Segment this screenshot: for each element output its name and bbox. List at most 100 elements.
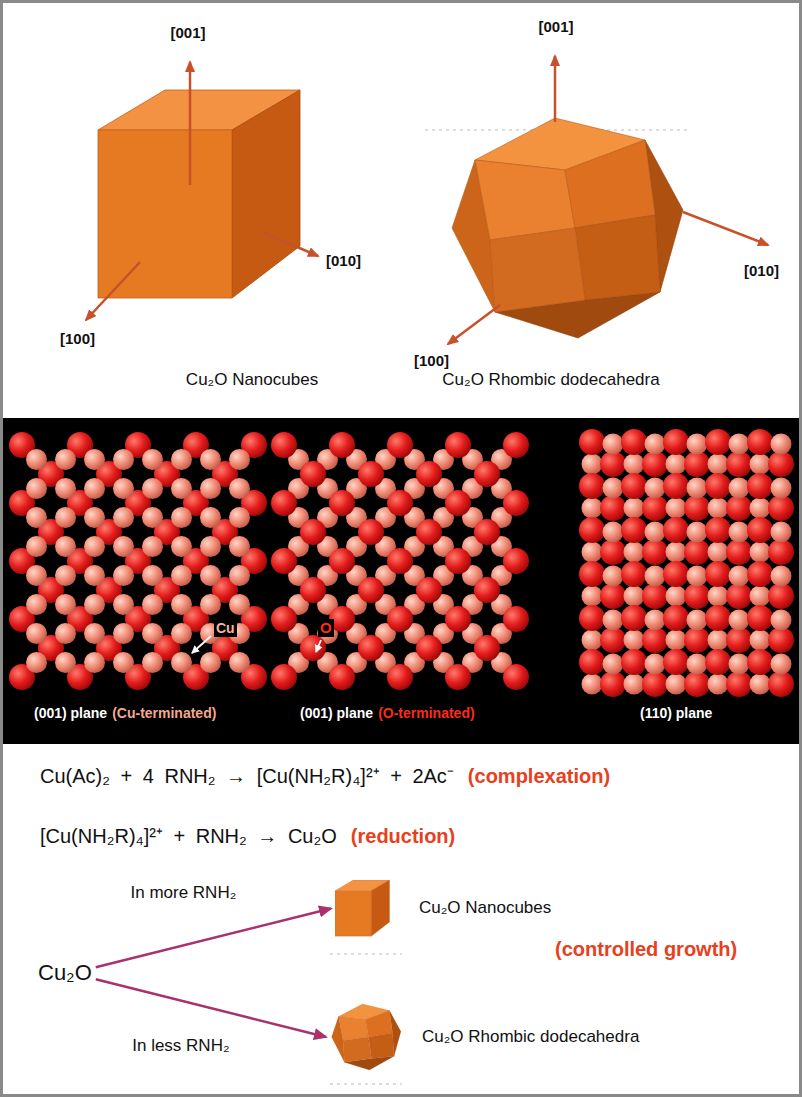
copper-atom xyxy=(229,652,250,673)
oxygen-atom xyxy=(747,429,773,455)
oxygen-atom xyxy=(621,605,647,631)
oxygen-atom xyxy=(387,664,413,690)
copper-atom xyxy=(624,498,645,519)
oxygen-atom xyxy=(663,649,689,675)
oxygen-atom xyxy=(600,495,626,521)
reactant-node: Cu₂O xyxy=(38,960,92,986)
oxygen-atom xyxy=(600,451,626,477)
copper-atom xyxy=(645,654,666,675)
copper-atom xyxy=(708,498,729,519)
oxygen-atom xyxy=(579,517,605,543)
copper-atom xyxy=(26,478,47,499)
oxygen-atom xyxy=(503,432,529,458)
oxygen-atom xyxy=(705,649,731,675)
copper-atom xyxy=(729,434,750,455)
oxygen-atom xyxy=(705,429,731,455)
shape-name: Cu₂O Rhombic dodecahedra xyxy=(442,370,659,390)
copper-atom xyxy=(708,674,729,695)
dodecahedron-icon xyxy=(330,1002,402,1072)
oxygen-atom xyxy=(474,461,500,487)
copper-atom xyxy=(687,566,708,587)
copper-atom xyxy=(229,507,250,528)
copper-atom xyxy=(142,594,163,615)
copper-atom xyxy=(750,630,771,651)
termination-label: (Cu-terminated) xyxy=(112,705,216,722)
axis-label: [010] xyxy=(326,252,361,270)
guide-line xyxy=(330,1084,402,1085)
oxygen-atom xyxy=(329,490,355,516)
copper-atom xyxy=(200,449,221,470)
copper-atom xyxy=(603,566,624,587)
oxygen-atom xyxy=(684,671,710,697)
copper-atom xyxy=(708,630,729,651)
oxygen-atom xyxy=(600,583,626,609)
copper-atom xyxy=(171,623,192,644)
cube-icon xyxy=(335,880,391,937)
oxygen-atom xyxy=(642,451,668,477)
copper-atom xyxy=(708,586,729,607)
oxygen-atom xyxy=(271,606,297,632)
oxygen-atom xyxy=(445,664,471,690)
oxygen-atom xyxy=(358,635,384,661)
oxygen-atom xyxy=(600,671,626,697)
copper-atom xyxy=(729,610,750,631)
copper-atom xyxy=(171,478,192,499)
copper-atom xyxy=(55,449,76,470)
oxygen-atom xyxy=(642,671,668,697)
oxygen-atom xyxy=(768,671,794,697)
copper-atom xyxy=(582,542,603,563)
plane-label: (110) plane xyxy=(640,705,712,722)
oxygen-atom xyxy=(684,451,710,477)
oxygen-atom xyxy=(642,539,668,565)
termination-label: (O-terminated) xyxy=(378,705,474,722)
oxygen-atom xyxy=(416,519,442,545)
oxygen-atom xyxy=(768,451,794,477)
copper-atom xyxy=(113,565,134,586)
oxygen-atom xyxy=(663,605,689,631)
copper-atom xyxy=(26,623,47,644)
copper-atom xyxy=(645,566,666,587)
copper-atom xyxy=(771,610,792,631)
copper-atom xyxy=(113,536,134,557)
oxygen-atom xyxy=(663,473,689,499)
oxygen-atom xyxy=(271,664,297,690)
process-label: (controlled growth) xyxy=(555,937,737,961)
copper-atom xyxy=(84,449,105,470)
copper-atom xyxy=(624,630,645,651)
oxygen-atom xyxy=(768,539,794,565)
axis-arrow xyxy=(262,232,318,256)
oxygen-atom xyxy=(579,561,605,587)
oxygen-atom xyxy=(642,627,668,653)
copper-atom xyxy=(603,478,624,499)
oxygen-atom xyxy=(663,429,689,455)
copper-atom xyxy=(729,478,750,499)
oxygen-atom xyxy=(300,519,326,545)
copper-atom xyxy=(200,536,221,557)
oxygen-atom xyxy=(445,490,471,516)
copper-atom xyxy=(645,478,666,499)
oxygen-atom xyxy=(387,490,413,516)
copper-atom xyxy=(582,498,603,519)
oxygen-atom xyxy=(474,577,500,603)
copper-atom xyxy=(708,454,729,475)
node-text: Cu₂O Nanocubes xyxy=(419,898,551,918)
oxygen-atom xyxy=(747,473,773,499)
copper-atom xyxy=(229,594,250,615)
dark-panel xyxy=(3,418,799,744)
oxygen-atom xyxy=(768,495,794,521)
oxygen-atom xyxy=(387,548,413,574)
oxygen-atom xyxy=(747,605,773,631)
oxygen-atom xyxy=(768,627,794,653)
oxygen-atom xyxy=(387,606,413,632)
axis-arrow xyxy=(448,305,500,344)
axis-arrow xyxy=(554,56,557,122)
oxygen-atom xyxy=(503,664,529,690)
cube-shape xyxy=(98,90,300,298)
shape-name: Cu₂O Nanocubes xyxy=(186,370,318,390)
oxygen-atom xyxy=(684,627,710,653)
oxygen-atom xyxy=(642,583,668,609)
oxygen-atom xyxy=(300,577,326,603)
